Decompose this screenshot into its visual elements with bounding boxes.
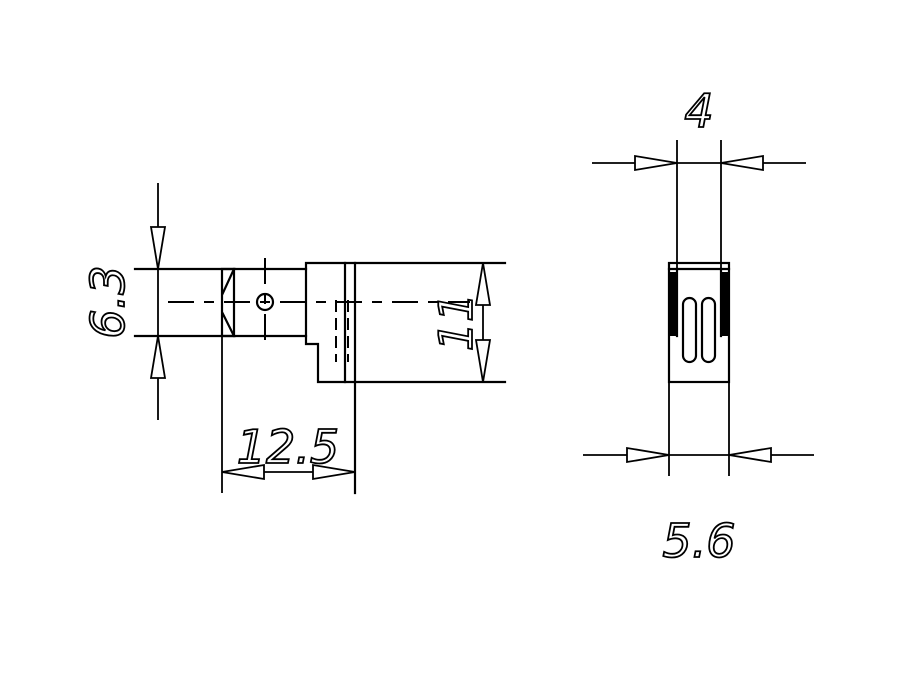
dim-label-slot-width: 4	[684, 84, 713, 138]
slot-left	[681, 296, 698, 364]
dim-height-right: 11	[428, 262, 492, 383]
dim-label-length: 12.5	[237, 420, 339, 474]
pin-hole	[255, 292, 275, 312]
dim-length: 12.5	[221, 336, 356, 493]
dim-label-height-left: 6.3	[81, 265, 135, 338]
side-view: 6.3 12.5 11	[80, 183, 507, 495]
dim-label-height-right: 11	[429, 293, 483, 352]
dim-total-width: 5.6	[583, 382, 814, 569]
end-view: 4 5.6	[583, 83, 814, 569]
dim-height-left: 6.3	[80, 183, 222, 420]
dim-label-total-width: 5.6	[662, 514, 735, 568]
slot-right	[700, 296, 717, 364]
left-wall-hatch	[669, 272, 677, 336]
dim-slot-width: 4	[592, 83, 806, 269]
right-wall-hatch	[721, 272, 729, 336]
